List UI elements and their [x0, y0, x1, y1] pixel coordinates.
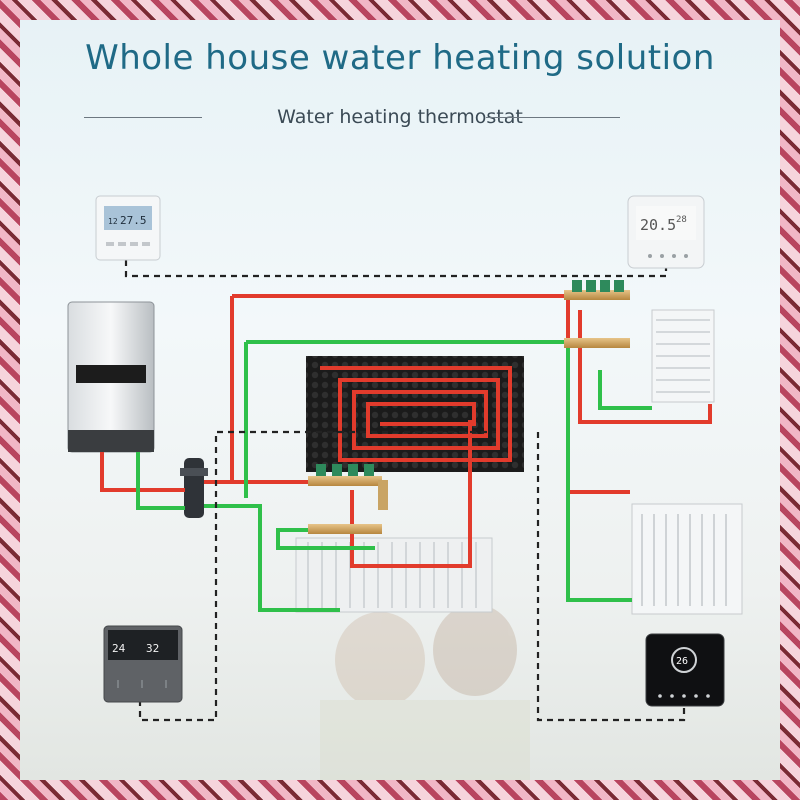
- thermostat-bottom-right: [645, 633, 725, 707]
- thermostat-top-left-time: 12: [108, 217, 118, 226]
- thermostat-top-right: [627, 195, 705, 269]
- radiator-top-right: [651, 309, 715, 403]
- thermostat-top-left: [95, 195, 161, 261]
- radiator-bottom-center: [295, 537, 493, 613]
- thermostat-bottom-right-temp: 26: [676, 656, 688, 667]
- manifold-center: [308, 464, 388, 534]
- gas-boiler: [67, 301, 155, 453]
- diagram-canvas: Whole house water heating solution Water…: [20, 20, 780, 780]
- control-wiring: [124, 260, 686, 722]
- hydraulic-separator: [180, 458, 208, 518]
- page-subtitle: Water heating thermostat: [277, 106, 523, 128]
- subtitle-rule-right: [486, 117, 620, 118]
- thermostat-top-left-temp: 27.5: [120, 214, 147, 227]
- page-title: Whole house water heating solution: [85, 38, 715, 78]
- underfloor-heating-panel: [306, 356, 524, 472]
- thermostat-top-right-temp2: 28: [676, 215, 687, 225]
- background-children-photo: [320, 604, 530, 780]
- thermostat-top-right-temp: 20.5: [640, 216, 676, 234]
- heating-diagram: 27.5 12 20.5 28 24 32 26: [67, 195, 743, 780]
- thermostat-bottom-left-temp2: 32: [146, 642, 159, 655]
- subtitle-rule-left: [84, 117, 202, 118]
- thermostat-bottom-left: [103, 625, 183, 703]
- radiator-bottom-right: [631, 503, 743, 615]
- thermostat-bottom-left-temp1: 24: [112, 642, 126, 655]
- cold-water-pipes: [136, 340, 652, 612]
- manifold-right: [564, 280, 630, 348]
